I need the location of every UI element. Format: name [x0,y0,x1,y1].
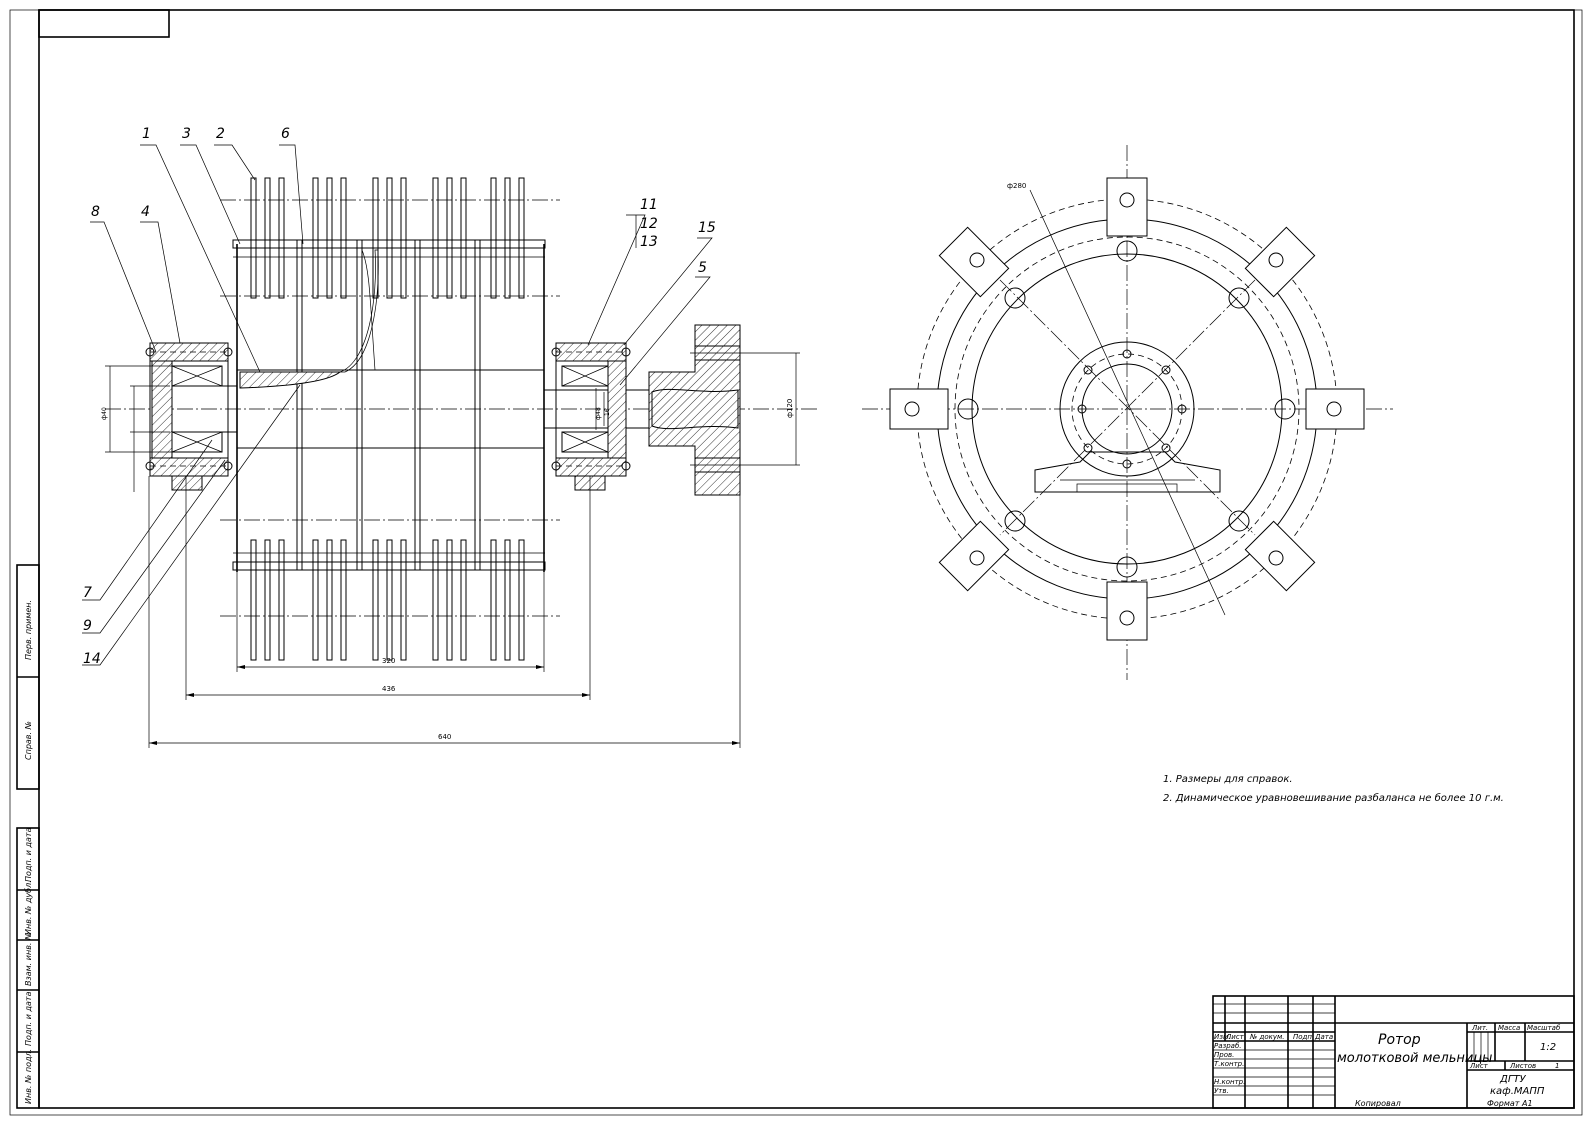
leader-1: 1 [142,126,151,142]
tb-title-2: молотковой мельницы [1337,1051,1492,1066]
leader-8: 8 [91,204,100,220]
margin-label-podp1: Подп. и дата [24,827,33,882]
dim-320: 320 [382,657,395,665]
dim-phi120: ф120 [786,399,794,418]
dim-436: 436 [382,685,396,693]
dim-16: 16 [604,408,611,416]
dim-phi40: ф40 [101,407,108,420]
dim-phi48: ф48 [595,407,602,420]
tb-org-1: ДГТУ [1499,1074,1526,1085]
tb-org-2: каф.МАПП [1490,1086,1545,1097]
tb-format-label: Формат [1487,1099,1520,1108]
leader-9: 9 [83,618,92,634]
margin-label-podl: Инв. № подл. [24,1049,33,1104]
leader-13: 13 [640,234,658,250]
rotor-section-view: ф120 ф48 16 ф40 320 436 640 [82,126,820,748]
tb-lit: Лит. [1471,1024,1488,1032]
left-margin-strip: Перв. примен. Справ. № Подп. и дата Инв.… [16,564,40,1109]
leader-14: 14 [83,651,101,667]
leader-4: 4 [141,204,150,220]
tb-listov: Листов [1509,1062,1536,1070]
margin-label-vzam: Взам. инв. № [24,932,33,986]
tb-tkontr: Т.контр. [1214,1060,1244,1068]
tb-razrab: Разраб. [1214,1042,1242,1050]
note-2: 2. Динамическое уравновешивание разбалан… [1163,792,1504,804]
leader-3: 3 [182,126,191,142]
margin-label-podp2: Подп. и дата [24,991,33,1046]
tb-massa: Масса [1498,1024,1520,1032]
leader-12: 12 [640,216,658,232]
tb-prov: Пров. [1214,1051,1234,1059]
top-left-box [38,9,170,38]
dim-phi280: ф280 [1007,182,1026,190]
rotor-end-view: ф280 [862,145,1393,680]
title-block: Изм. Лист № докум. Подп. Дата Разраб. Пр… [1212,995,1575,1109]
tb-copied: Копировал [1355,1099,1401,1108]
leader-11: 11 [640,197,658,213]
tb-dokum: № докум. [1249,1033,1285,1041]
inner-frame [38,9,1575,1109]
tb-list-col: Лист [1225,1033,1245,1041]
tb-data: Дата [1314,1033,1333,1041]
tb-list: Лист [1469,1062,1489,1070]
leader-15: 15 [698,220,716,236]
leader-2: 2 [216,126,225,142]
tb-masshtab: Масштаб [1527,1024,1561,1032]
tb-listov-value: 1 [1555,1062,1559,1070]
tb-podp: Подп. [1293,1033,1314,1041]
leader-5: 5 [698,260,707,276]
margin-label-dubl: Инв. № дубл. [24,880,33,935]
dim-640: 640 [438,733,451,741]
tb-format-value: A1 [1521,1099,1533,1108]
tb-nkontr: Н.контр. [1214,1078,1245,1086]
tb-title-1: Ротор [1378,1032,1421,1048]
leader-6: 6 [281,126,290,142]
tb-izm: Изм. [1214,1033,1230,1041]
leader-7: 7 [83,585,92,601]
margin-label-sprav: Справ. № [24,721,33,760]
note-1: 1. Размеры для справок. [1163,774,1293,785]
tb-scale: 1:2 [1540,1042,1556,1053]
tb-utv: Утв. [1214,1087,1229,1095]
margin-label-perv: Перв. примен. [24,600,33,660]
